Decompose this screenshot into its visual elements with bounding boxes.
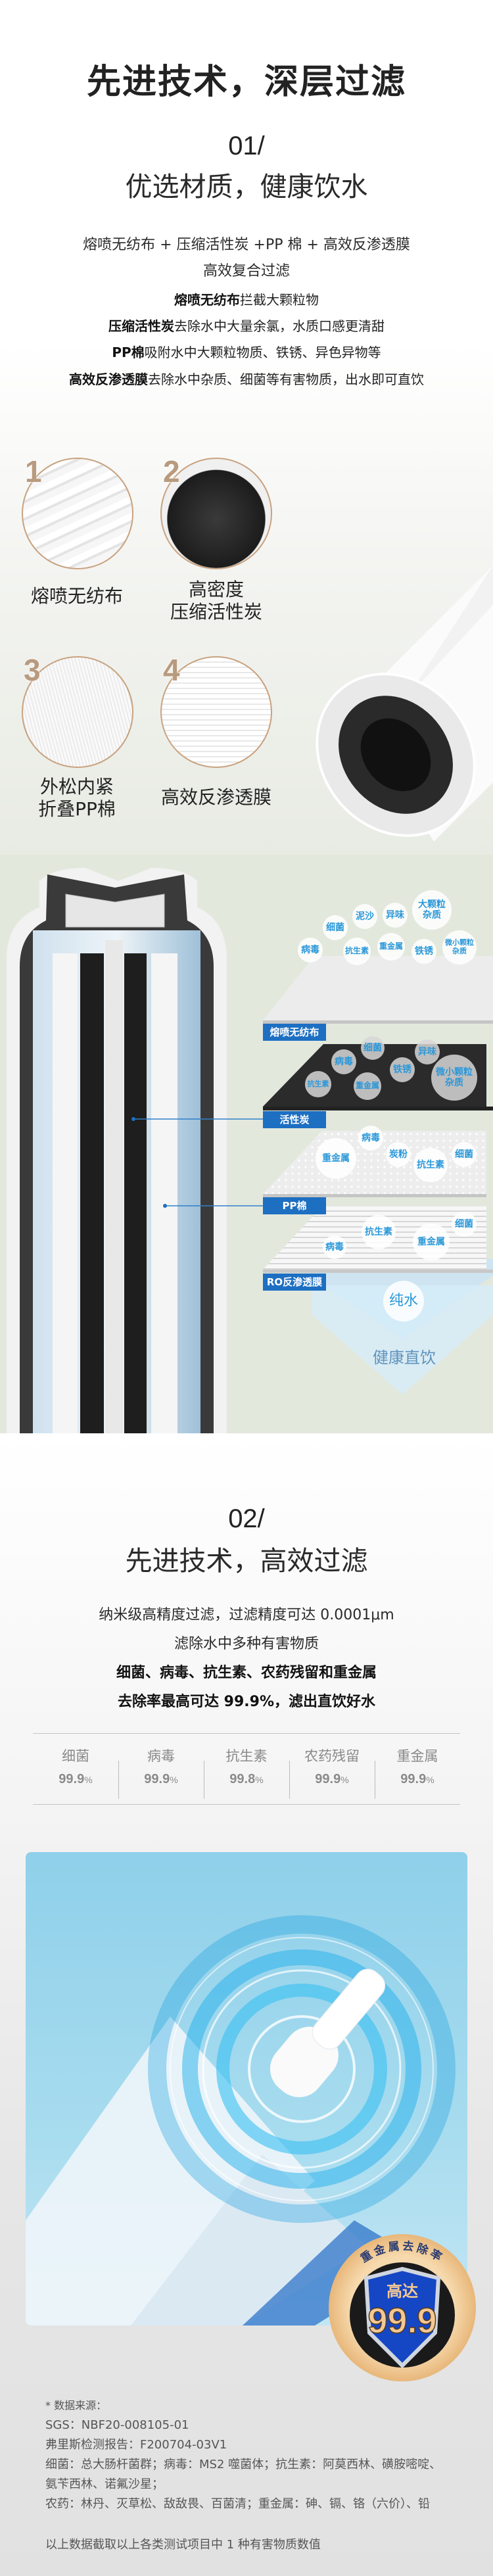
- stat-divider: [118, 1761, 119, 1799]
- contaminant-bubble: 微小颗粒 杂质: [431, 1055, 477, 1101]
- layer-label-melt-blown: 熔喷无纺布: [263, 1024, 326, 1041]
- detail-line-3: PP棉吸附水中大颗粒物质、铁锈、异色异物等: [112, 345, 381, 360]
- material-number-3: 3: [24, 653, 41, 687]
- ro-membrane-image: [160, 656, 272, 768]
- healthy-drinking-label: 健康直饮: [373, 1348, 436, 1367]
- contaminant-bubble: 抗生素: [305, 1071, 331, 1097]
- stat-label: 细菌: [62, 1748, 89, 1764]
- contaminant-bubble: 重金属: [413, 1224, 450, 1260]
- footnote-line: SGS：NBF20-008105-01: [45, 2418, 189, 2432]
- stat-item: 重金属 99.9%: [375, 1746, 460, 1787]
- layer-label-activated-carbon: 活性炭: [263, 1111, 326, 1128]
- stat-value: 99.9%: [144, 1772, 178, 1786]
- stat-label: 抗生素: [225, 1748, 268, 1764]
- material-label-1: 熔喷无纺布: [30, 585, 123, 607]
- stat-value: 99.8%: [229, 1772, 264, 1786]
- melt-blown-fabric-image: [22, 458, 133, 569]
- layer-label-ro-membrane: RO反渗透膜: [263, 1274, 326, 1291]
- detail-line-2: 压缩活性炭去除水中大量余氯，水质口感更清甜: [108, 318, 385, 334]
- stat-item: 农药残留 99.9%: [289, 1746, 375, 1787]
- removal-rate-bold-line: 去除率最高可达 99.9%，滤出直饮好水: [118, 1694, 375, 1710]
- page-title: 先进技术，深层过滤: [86, 62, 406, 102]
- contaminant-bubble: 细菌: [323, 915, 348, 940]
- contaminant-bubble: 病毒: [298, 938, 323, 963]
- contaminant-bubble: 细菌: [452, 1142, 477, 1167]
- section-subtitle-02: 先进技术，高效过滤: [125, 1545, 368, 1577]
- composite-line-1: 熔喷无纺布 + 压缩活性炭 +PP 棉 + 高效反渗透膜: [83, 237, 410, 253]
- stat-value: 99.9%: [315, 1772, 349, 1786]
- stat-item: 抗生素 99.8%: [204, 1746, 289, 1787]
- contaminant-bubble: 异味: [383, 903, 408, 928]
- material-number-1: 1: [25, 454, 42, 489]
- composite-line-2: 高效复合过滤: [202, 263, 290, 279]
- badge-value: 99.9: [367, 2301, 436, 2341]
- contaminant-bubble: 重金属: [354, 1072, 381, 1100]
- harmful-substances-line: 滤除水中多种有害物质: [174, 1636, 319, 1652]
- removal-rate-badge: 重金属去除率 高达 99.9: [329, 2234, 476, 2381]
- shield-icon: [364, 2266, 441, 2369]
- contaminant-bubble: 病毒: [331, 1049, 356, 1074]
- material-number-4: 4: [163, 653, 180, 687]
- stat-label: 农药残留: [304, 1748, 360, 1764]
- contaminant-bubble: 病毒: [358, 1126, 383, 1151]
- stat-item: 细菌 99.9%: [33, 1746, 118, 1787]
- contaminant-bubble: 重金属: [316, 1138, 356, 1179]
- footnote-line: 农药：林丹、灭草松、敌敌畏、百菌清；重金属：砷、镉、铬（六价）、铅: [45, 2497, 430, 2511]
- stat-item: 病毒 99.9%: [118, 1746, 204, 1787]
- contaminant-bubble: 铁锈: [390, 1057, 415, 1082]
- filter-cartridge-illustration: [316, 565, 493, 842]
- material-label-3: 外松内紧 折叠PP棉: [38, 776, 116, 820]
- stats-divider-bottom: [33, 1804, 460, 1805]
- contaminant-bubble: 重金属: [377, 933, 405, 961]
- contaminant-bubble: 大颗粒 杂质: [412, 890, 452, 930]
- material-number-2: 2: [163, 454, 180, 489]
- section-subtitle-01: 优选材质，健康饮水: [125, 171, 368, 203]
- contaminant-bubble: 细菌: [452, 1212, 477, 1237]
- footnote-line: 细菌：总大肠杆菌群；病毒：MS2 噬菌体；抗生素：阿莫西林、磺胺嘧啶、: [45, 2458, 442, 2471]
- footnote-line: 氨苄西林、诺氟沙星；: [45, 2477, 164, 2491]
- layer-label-pp-cotton: PP棉: [263, 1197, 326, 1214]
- cartridge-cross-section: [7, 868, 227, 1433]
- stat-divider: [289, 1761, 290, 1799]
- stats-divider-top: [33, 1733, 460, 1734]
- pp-cotton-image: [22, 656, 133, 768]
- contaminants-bold-line: 细菌、病毒、抗生素、农药残留和重金属: [116, 1665, 377, 1681]
- section-materials: 先进技术，深层过滤 01/ 优选材质，健康饮水 熔喷无纺布 + 压缩活性炭 +P…: [0, 0, 493, 855]
- material-label-4: 高效反渗透膜: [160, 786, 271, 808]
- filter-swirl-image: [26, 1852, 467, 2326]
- detail-line-1: 熔喷无纺布拦截大颗粒物: [174, 292, 319, 308]
- pure-water-bubble: 纯水: [383, 1281, 424, 1322]
- stat-label: 重金属: [396, 1748, 438, 1764]
- material-label-2: 高密度 压缩活性炭: [170, 579, 262, 623]
- contaminant-bubble: 细菌: [361, 1036, 385, 1060]
- contaminant-bubble: 铁锈: [411, 939, 436, 964]
- contaminant-bubble: 微小颗粒 杂质: [442, 930, 477, 965]
- precision-line: 纳米级高精度过滤，过滤精度可达 0.0001μm: [99, 1607, 394, 1623]
- contaminant-bubble: 炭粉: [386, 1142, 411, 1167]
- contaminant-bubble: 异味: [415, 1039, 440, 1064]
- contaminant-bubble: 病毒: [323, 1235, 346, 1259]
- section-number-02: 02/: [228, 1504, 265, 1533]
- stat-label: 病毒: [147, 1748, 175, 1764]
- badge-prefix: 高达: [387, 2282, 418, 2301]
- stat-value: 99.9%: [400, 1772, 434, 1786]
- footnote-line: 弗里斯检测报告：F200704-03V1: [45, 2438, 227, 2452]
- section-number-01: 01/: [228, 131, 265, 160]
- section-filter-layers: 熔喷无纺布 活性炭 PP棉 RO反渗透膜 病毒细菌泥沙异味大颗粒 杂质抗生素重金…: [0, 855, 493, 1433]
- contaminant-bubble: 泥沙: [352, 904, 377, 929]
- detail-line-4: 高效反渗透膜去除水中杂质、细菌等有害物质，出水即可直饮: [69, 371, 424, 387]
- footnote-line: * 数据来源：: [45, 2399, 107, 2412]
- contaminant-bubble: 抗生素: [362, 1215, 396, 1249]
- contaminant-bubble: 抗生素: [413, 1148, 448, 1182]
- activated-carbon-image: [160, 458, 272, 569]
- footnote-summary: 以上数据截取以上各类测试项目中 1 种有害物质数值: [45, 2538, 321, 2552]
- stat-value: 99.9%: [59, 1772, 93, 1786]
- contaminant-bubble: 抗生素: [343, 938, 371, 965]
